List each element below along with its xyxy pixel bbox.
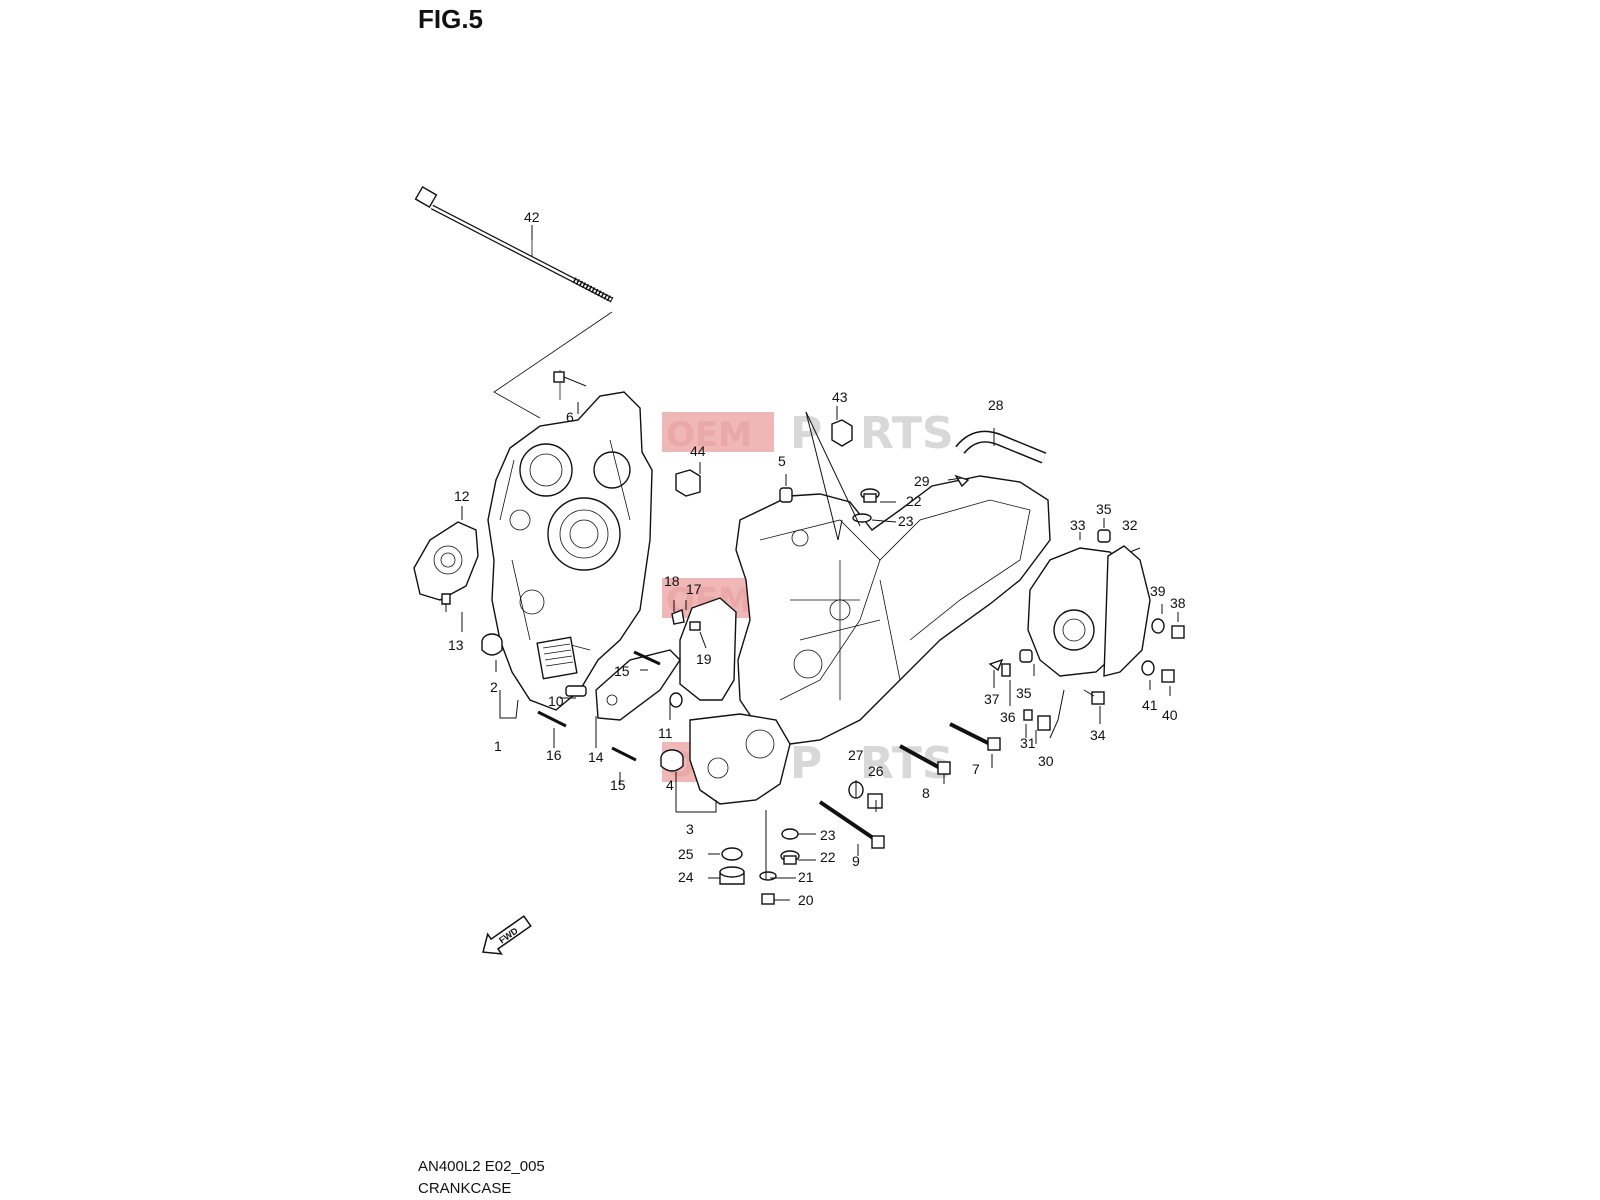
dowel-2: [481, 633, 503, 656]
callout-2: 2: [490, 679, 498, 695]
diagram-name: CRANKCASE: [418, 1180, 512, 1197]
callout-15b: 15: [610, 777, 626, 793]
cover-12: [413, 521, 479, 601]
callout-4: 4: [666, 777, 674, 793]
callout-41: 41: [1142, 697, 1158, 713]
callout-14: 14: [588, 749, 604, 765]
fwd-arrow: FWD: [482, 915, 532, 955]
callout-18: 18: [664, 573, 680, 589]
crankcase-right: [735, 475, 1051, 745]
callout-22a: 22: [906, 493, 922, 509]
callout-12: 12: [454, 488, 470, 504]
callout-28: 28: [988, 397, 1004, 413]
leader-lines: [461, 225, 1179, 901]
callout-16: 16: [546, 747, 562, 763]
callout-9: 9: [852, 853, 860, 869]
callout-37: 37: [984, 691, 1000, 707]
watermark-p-3: P: [790, 738, 822, 789]
callout-29: 29: [914, 473, 930, 489]
cover-33: [1027, 545, 1151, 677]
callout-25: 25: [678, 846, 694, 862]
crankcase-left: [487, 391, 653, 711]
callout-35a: 35: [1096, 501, 1112, 517]
callout-labels: 1 2 3 4 5 6 7 8 9 10 11 12 13 14 15 15 1…: [448, 209, 1186, 908]
callout-11: 11: [658, 725, 673, 741]
callout-24: 24: [678, 869, 694, 885]
callout-40: 40: [1162, 707, 1178, 723]
callout-43: 43: [832, 389, 848, 405]
callout-33: 33: [1070, 517, 1086, 533]
watermark-oem-1: OEM: [666, 415, 752, 455]
watermark-p-1: P: [790, 408, 822, 459]
callout-5: 5: [778, 453, 786, 469]
watermark-1: OEM P RTS: [662, 408, 954, 459]
callout-38: 38: [1170, 595, 1186, 611]
callout-26: 26: [868, 763, 884, 779]
callout-32: 32: [1122, 517, 1138, 533]
stud-bolt-42: [414, 185, 614, 303]
callout-20: 20: [798, 892, 814, 908]
callout-15a: 15: [614, 663, 630, 679]
callout-17: 17: [686, 581, 702, 597]
callout-42: 42: [524, 209, 540, 225]
callout-3: 3: [686, 821, 694, 837]
callout-36: 36: [1000, 709, 1016, 725]
callout-13: 13: [448, 637, 464, 653]
watermark-rts-1: RTS: [860, 408, 954, 459]
callout-23a: 23: [898, 513, 914, 529]
callout-22b: 22: [820, 849, 836, 865]
callout-6: 6: [566, 409, 574, 425]
callout-30: 30: [1038, 753, 1054, 769]
callout-31: 31: [1020, 735, 1036, 751]
callout-44: 44: [690, 443, 706, 459]
callout-35b: 35: [1016, 685, 1032, 701]
figure-title: FIG.5: [418, 4, 484, 34]
callout-39: 39: [1150, 583, 1166, 599]
callout-19: 19: [696, 651, 712, 667]
callout-34: 34: [1090, 727, 1106, 743]
callout-21: 21: [798, 869, 814, 885]
callout-23b: 23: [820, 827, 836, 843]
callout-8: 8: [922, 785, 930, 801]
callout-27: 27: [848, 747, 864, 763]
diagram-code: AN400L2 E02_005: [418, 1158, 545, 1175]
callout-7: 7: [972, 761, 980, 777]
callout-10: 10: [548, 693, 564, 709]
callout-1: 1: [494, 738, 502, 754]
guide-14: [595, 649, 681, 721]
